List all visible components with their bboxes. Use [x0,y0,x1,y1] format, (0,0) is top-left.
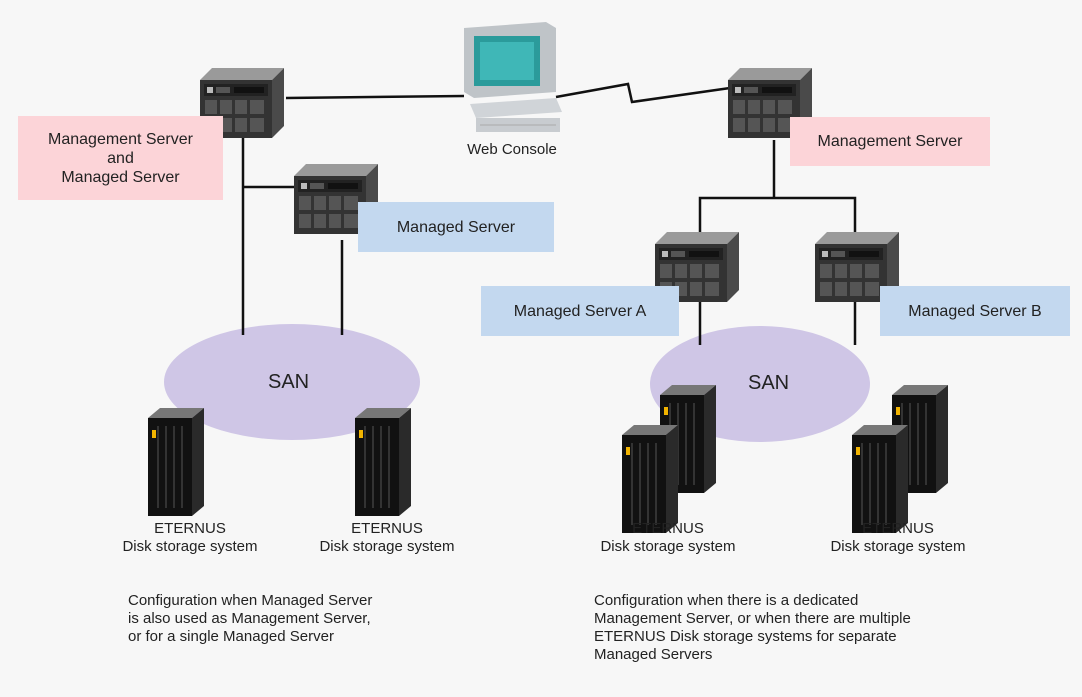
label-text: Managed Server B [908,302,1042,320]
storage-tower-icon-right-2b [851,424,909,534]
label-text: Managed Server A [513,302,647,320]
caption-left: Configuration when Managed Server is als… [128,592,373,645]
connection-lines [241,82,857,345]
storage-tower-icon-left-2 [354,407,412,517]
monitor-icon [464,22,562,132]
label-managed-server-b: Managed Server B [880,286,1070,336]
label-management-server: Management Server [790,117,990,166]
label-management-and-managed-server: Management Server and Managed Server [18,116,223,200]
storage-label-left-2: ETERNUS Disk storage system [319,520,455,555]
storage-tower-icon-right-1b [621,424,679,534]
storage-label-right-2: ETERNUS Disk storage system [830,520,966,555]
label-managed-server: Managed Server [358,202,554,252]
storage-label-left-1: ETERNUS Disk storage system [122,520,258,555]
san-label-left: SAN [268,371,310,393]
caption-right: Configuration when there is a dedicated … [594,592,911,663]
storage-tower-icon-left-1 [147,407,205,517]
label-text: Management Server [817,133,963,150]
label-text: Management Server and Managed Server [48,130,193,186]
label-managed-server-a: Managed Server A [481,286,679,336]
san-ellipse-left [164,324,420,440]
label-text: Managed Server [396,218,516,236]
storage-label-right-1: ETERNUS Disk storage system [600,520,736,555]
web-console-label: Web Console [467,141,557,158]
san-label-right: SAN [748,372,790,394]
